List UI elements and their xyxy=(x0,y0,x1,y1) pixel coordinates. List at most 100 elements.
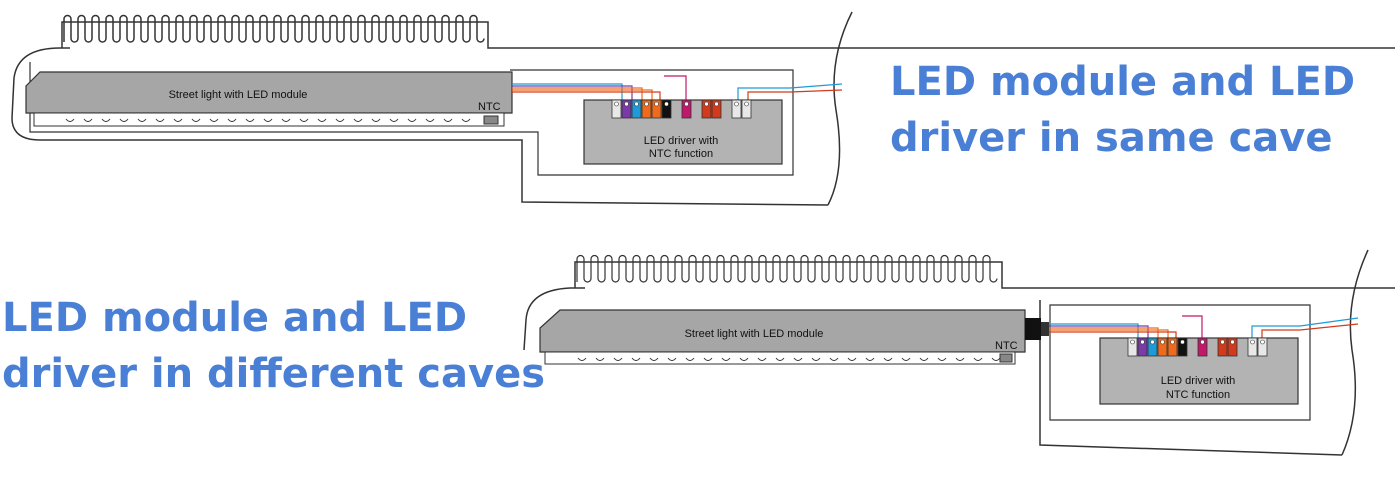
led-bulb xyxy=(667,357,677,361)
led-bulb xyxy=(227,118,237,122)
led-bulb xyxy=(703,357,713,361)
led-bulb xyxy=(631,357,641,361)
top-ntc-label: NTC xyxy=(478,101,501,113)
led-bulb xyxy=(991,357,1001,361)
led-bulb xyxy=(407,118,417,122)
terminal-block xyxy=(641,99,652,119)
led-bulb xyxy=(901,357,911,361)
terminal-screw xyxy=(744,101,749,107)
terminal-block xyxy=(1227,337,1238,357)
terminal-block xyxy=(621,99,632,119)
terminal-screw xyxy=(1170,339,1175,345)
terminal-screw xyxy=(644,101,649,107)
terminal-block xyxy=(1127,337,1138,357)
top-ntc-sensor xyxy=(483,115,499,125)
led-bulb xyxy=(847,357,857,361)
terminal-screw xyxy=(654,101,659,107)
led-bulb xyxy=(209,118,219,122)
terminal-block xyxy=(681,99,692,119)
led-bulb xyxy=(191,118,201,122)
terminal-block xyxy=(1137,337,1148,357)
led-bulb xyxy=(317,118,327,122)
terminal-block xyxy=(661,99,672,119)
terminal-screw xyxy=(624,101,629,107)
terminal-screw xyxy=(684,101,689,107)
led-bulb xyxy=(775,357,785,361)
terminal-screw xyxy=(1180,339,1185,345)
terminal-screw xyxy=(614,101,619,107)
terminal-screw xyxy=(1200,339,1205,345)
led-bulb xyxy=(137,118,147,122)
bottom-ntc-label: NTC xyxy=(995,340,1018,352)
terminal-screw xyxy=(1130,339,1135,345)
terminal-block xyxy=(711,99,722,119)
led-bulb xyxy=(973,357,983,361)
led-bulb xyxy=(65,118,75,122)
led-bulb xyxy=(865,357,875,361)
top-caption-line1: LED module and LED xyxy=(890,59,1356,105)
led-bulb xyxy=(649,357,659,361)
terminal-block xyxy=(1147,337,1158,357)
terminal-screw xyxy=(1260,339,1265,345)
terminal-block xyxy=(1257,337,1268,357)
led-bulb xyxy=(335,118,345,122)
bottom-caption: LED module and LED driver in different c… xyxy=(2,290,545,402)
terminal-block xyxy=(701,99,712,119)
led-bulb xyxy=(955,357,965,361)
terminal-block xyxy=(631,99,642,119)
bottom-housing-outline xyxy=(523,249,1395,456)
led-bulb xyxy=(101,118,111,122)
led-bulb xyxy=(721,357,731,361)
terminal-block xyxy=(1167,337,1178,357)
led-bulb xyxy=(299,118,309,122)
top-diagram: Street light with LED module NTC LED dri… xyxy=(11,11,1395,206)
led-bulb xyxy=(613,357,623,361)
terminal-screw xyxy=(1220,339,1225,345)
led-bulb xyxy=(371,118,381,122)
top-caption: LED module and LED driver in same cave xyxy=(890,54,1355,166)
terminal-block xyxy=(1217,337,1228,357)
led-bulb xyxy=(281,118,291,122)
top-module-label: Street light with LED module xyxy=(169,89,308,101)
terminal-screw xyxy=(704,101,709,107)
terminal-screw xyxy=(1230,339,1235,345)
led-bulb xyxy=(919,357,929,361)
terminal-block xyxy=(741,99,752,119)
led-bulb xyxy=(389,118,399,122)
bottom-caption-line2: driver in different caves xyxy=(2,351,546,397)
top-housing-outline xyxy=(11,11,1395,206)
terminal-block xyxy=(651,99,662,119)
led-bulb xyxy=(353,118,363,122)
top-wires xyxy=(512,75,843,100)
led-bulb xyxy=(119,118,129,122)
bottom-wires xyxy=(1049,315,1359,338)
led-bulb xyxy=(577,357,587,361)
terminal-block xyxy=(1247,337,1258,357)
terminal-screw xyxy=(634,101,639,107)
terminal-screw xyxy=(714,101,719,107)
led-bulb xyxy=(811,357,821,361)
terminal-block xyxy=(1177,337,1188,357)
led-bulb xyxy=(425,118,435,122)
bottom-driver-label-line2: NTC function xyxy=(1166,389,1230,401)
bottom-ntc-sensor xyxy=(999,353,1013,363)
bottom-heatsink-fins xyxy=(576,254,998,283)
bottom-cable-gland-nut xyxy=(1041,322,1049,336)
led-bulb xyxy=(461,118,471,122)
top-inner-cave xyxy=(29,62,794,176)
led-bulb xyxy=(739,357,749,361)
top-led-strip xyxy=(33,112,505,127)
bottom-driver-label-line1: LED driver with xyxy=(1161,375,1236,387)
top-heatsink-fins xyxy=(63,14,485,43)
led-bulb xyxy=(155,118,165,122)
terminal-screw xyxy=(1140,339,1145,345)
terminal-screw xyxy=(1150,339,1155,345)
led-bulb xyxy=(757,357,767,361)
bottom-module-label: Street light with LED module xyxy=(685,328,824,340)
led-bulb xyxy=(173,118,183,122)
led-bulb xyxy=(793,357,803,361)
terminal-screw xyxy=(664,101,669,107)
top-driver-label-line2: NTC function xyxy=(649,148,713,160)
terminal-block xyxy=(731,99,742,119)
